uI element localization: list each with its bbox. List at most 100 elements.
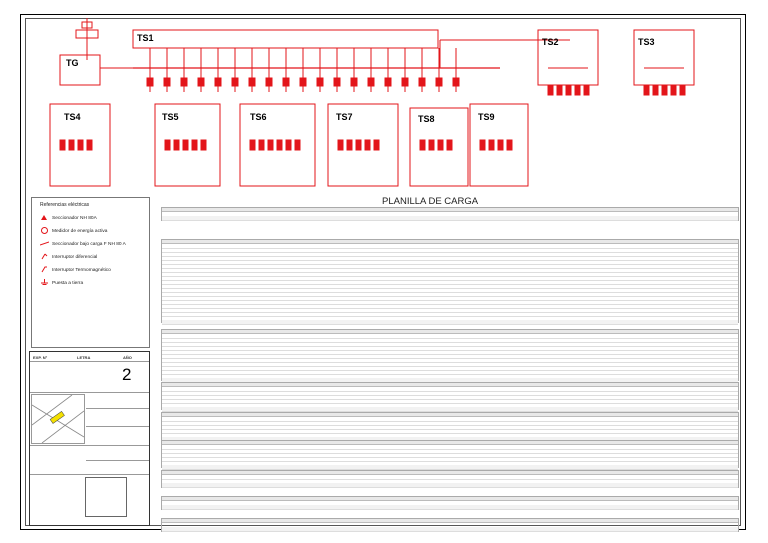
table-row (162, 421, 738, 426)
table-row (162, 362, 738, 367)
table-row (162, 244, 738, 249)
table-row (162, 425, 738, 430)
table-row (162, 391, 738, 396)
load-table (161, 518, 739, 532)
table-row (162, 346, 738, 351)
table-row (162, 483, 738, 488)
panel-label-ts9: TS9 (478, 112, 495, 122)
legend-item-load-switch: Seccionador bajo carga F NH 80 A (40, 240, 126, 247)
table-row (162, 248, 738, 253)
table-row (162, 366, 738, 371)
panel-label-ts1: TS1 (137, 33, 154, 43)
table-row (162, 288, 738, 293)
load-table (161, 382, 739, 412)
legend-item-nh-switch: Seccionador NH 80A (40, 214, 97, 221)
legend-title: Referencias eléctricas (40, 202, 90, 208)
sheet-number: 2 (122, 365, 132, 384)
planilla-title: PLANILLA DE CARGA (382, 196, 479, 207)
table-row (162, 268, 738, 273)
table-header-row (162, 240, 738, 244)
table-row (162, 445, 738, 450)
table-row (162, 527, 738, 532)
table-row (162, 453, 738, 458)
table-row (162, 350, 738, 355)
meter-icon (41, 227, 48, 234)
table-row (162, 465, 738, 470)
table-row (162, 449, 738, 454)
table-row (162, 216, 738, 221)
table-row (162, 429, 738, 434)
panel-label-ts6: TS6 (250, 112, 267, 122)
table-header-row (162, 383, 738, 387)
table-row (162, 505, 738, 510)
table-row (162, 417, 738, 422)
ground-icon (41, 279, 48, 285)
panel-label-ts5: TS5 (162, 112, 179, 122)
table-row (162, 264, 738, 269)
legend-item-differential: Interruptor diferencial (40, 253, 97, 260)
table-row (162, 342, 738, 347)
panel-label-ts4: TS4 (64, 112, 81, 122)
table-row (162, 284, 738, 289)
differential-icon (41, 253, 48, 260)
table-row (162, 395, 738, 400)
table-header-row (162, 330, 738, 334)
panel-label-ts7: TS7 (336, 112, 353, 122)
table-row (162, 370, 738, 375)
table-row (162, 296, 738, 301)
table-row (162, 475, 738, 480)
panel-label-ts8: TS8 (418, 114, 435, 124)
table-row (162, 387, 738, 392)
load-table (161, 440, 739, 470)
table-row (162, 358, 738, 363)
table-row (162, 280, 738, 285)
electrical-legend: Referencias eléctricas Seccionador NH 80… (31, 197, 150, 348)
breaker-icon (41, 266, 47, 273)
title-block: EXP. N° LETRA AÑO 2 (29, 351, 150, 526)
load-table (161, 239, 739, 325)
exp-label: EXP. N° (33, 355, 48, 360)
revision-table (85, 477, 127, 517)
table-row (162, 276, 738, 281)
table-row (162, 354, 738, 359)
table-header-row (162, 441, 738, 445)
ano-label: AÑO (123, 355, 132, 360)
location-map-drawing (31, 394, 85, 444)
table-row (162, 292, 738, 297)
load-table (161, 207, 739, 221)
table-row (162, 338, 738, 343)
table-row (162, 407, 738, 412)
table-row (162, 300, 738, 305)
load-table (161, 412, 739, 442)
load-table (161, 470, 739, 488)
location-map (31, 394, 85, 444)
panel-label-ts2: TS2 (542, 37, 559, 47)
table-header-row (162, 497, 738, 501)
table-header-row (162, 471, 738, 475)
table-row (162, 320, 738, 325)
table-row (162, 260, 738, 265)
nh-switch-icon (41, 215, 47, 220)
table-header-row (162, 208, 738, 212)
table-row (162, 304, 738, 309)
table-header-row (162, 413, 738, 417)
load-switch-icon (40, 241, 49, 246)
table-row (162, 252, 738, 257)
table-row (162, 272, 738, 277)
table-row (162, 312, 738, 317)
table-row (162, 308, 738, 313)
legend-item-meter: Medidor de energía activa (40, 227, 107, 234)
table-header-row (162, 519, 738, 523)
panel-label-ts3: TS3 (638, 37, 655, 47)
panel-label-tg: TG (66, 58, 79, 68)
letra-label: LETRA (77, 355, 91, 360)
load-table (161, 329, 739, 383)
legend-item-ground: Puesta a tierra (40, 279, 83, 286)
table-row (162, 256, 738, 261)
table-row (162, 399, 738, 404)
drawing-frame (25, 18, 741, 526)
table-row (162, 334, 738, 339)
single-line-diagram: TG TS1 TS2 TS3 TS4 TS5 TS6 TS7 TS8 TS9 (49, 18, 695, 187)
load-table (161, 496, 739, 510)
table-row (162, 457, 738, 462)
